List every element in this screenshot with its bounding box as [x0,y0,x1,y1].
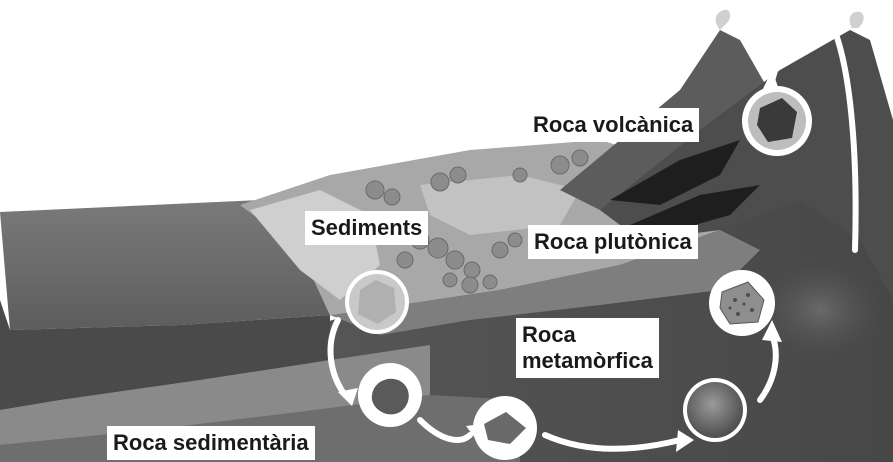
metamorphic-rock-sample [473,396,537,460]
volcanic-rock-sample [742,86,812,156]
label-metamorphic-line1: Roca [522,322,653,348]
sediments-sample [345,270,409,334]
label-metamorphic-line2: metamòrfica [522,348,653,374]
label-roca-volcanica: Roca volcànica [527,108,699,142]
sedimentary-rock-sample [358,363,422,427]
label-roca-plutonica: Roca plutònica [528,225,698,259]
label-roca-sedimentaria: Roca sedimentària [107,426,315,460]
label-roca-metamorfica: Roca metamòrfica [516,318,659,378]
plutonic-rock-sample [709,270,775,336]
magma-sample [683,378,747,442]
label-sediments: Sediments [305,211,428,245]
